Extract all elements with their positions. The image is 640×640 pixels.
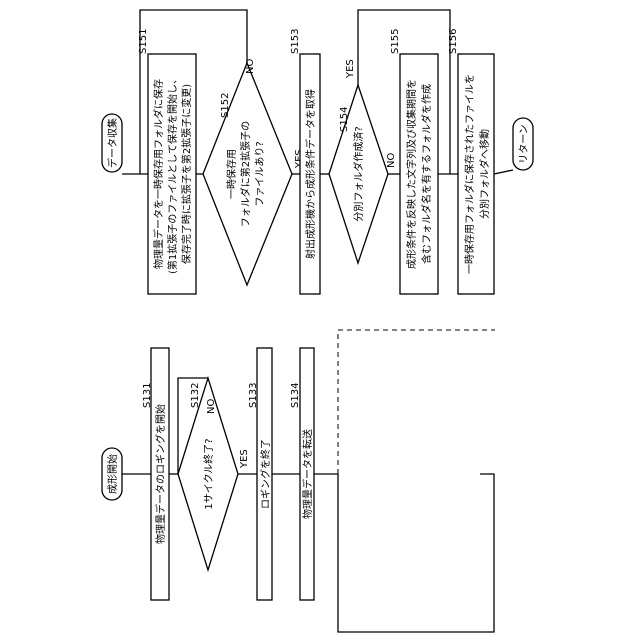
rotated-flowchart: 成形開始 物理量データのロギングを開始 S131 1サイクル終了? S132 Y… <box>102 10 533 632</box>
decision-s152-line3: ファイルあり? <box>254 141 266 206</box>
step-s131-id: S131 <box>142 383 153 408</box>
decision-s132-text: 1サイクル終了? <box>202 438 215 509</box>
step-s155-line1: 成形条件を反映した文字列及び収集期間を <box>405 79 418 269</box>
step-s134-id: S134 <box>290 383 301 408</box>
step-s134-text: 物理量データを転送 <box>301 429 314 519</box>
step-s155-line2: 含むフォルダ名を有するフォルダを作成 <box>420 84 433 264</box>
step-s155-id: S155 <box>390 29 401 54</box>
step-s153-id: S153 <box>290 29 301 54</box>
dashed-link <box>338 330 495 474</box>
step-s133-id: S133 <box>248 383 259 408</box>
decision-s152-line1: 一時保存用 <box>225 149 238 199</box>
return-terminal-label: リターン <box>518 124 530 164</box>
step-s153-text: 射出成形機から成形条件データを取得 <box>304 89 317 259</box>
step-s151-line1: 物理量データを一時保存用フォルダに保存 <box>152 79 165 269</box>
start-terminal-label: 成形開始 <box>106 454 119 494</box>
decision-s154-no: NO <box>386 153 397 168</box>
decision-s154-yes: YES <box>345 59 356 79</box>
step-s133-text: ロギングを終了 <box>259 439 272 509</box>
decision-s152-line2: フォルダに第2拡張子の <box>239 121 252 227</box>
connector-s156-return <box>494 170 513 174</box>
step-s156-line2: 分別フォルダへ移動 <box>478 129 491 219</box>
decision-s132-id: S132 <box>190 383 201 408</box>
step-s156-line1: 一時保存用フォルダに保存されたファイルを <box>463 74 476 274</box>
connector-s134-to-data-collection <box>314 474 494 632</box>
step-s151-line3: 保存完了時に拡張子を第2拡張子に変更) <box>180 84 193 264</box>
decision-s152-id: S152 <box>220 93 231 118</box>
decision-s132-yes: YES <box>239 449 250 469</box>
data-collection-terminal-label: データ収集 <box>106 118 119 168</box>
step-s151-line2: (第1拡張子のファイルとして保存を開始し、 <box>166 74 179 274</box>
decision-s154-id: S154 <box>339 107 350 132</box>
decision-s132-no: NO <box>206 399 217 414</box>
decision-s154-text: 分別フォルダ作成済? <box>352 126 365 221</box>
step-s131-text: 物理量データのロギングを開始 <box>154 404 167 544</box>
